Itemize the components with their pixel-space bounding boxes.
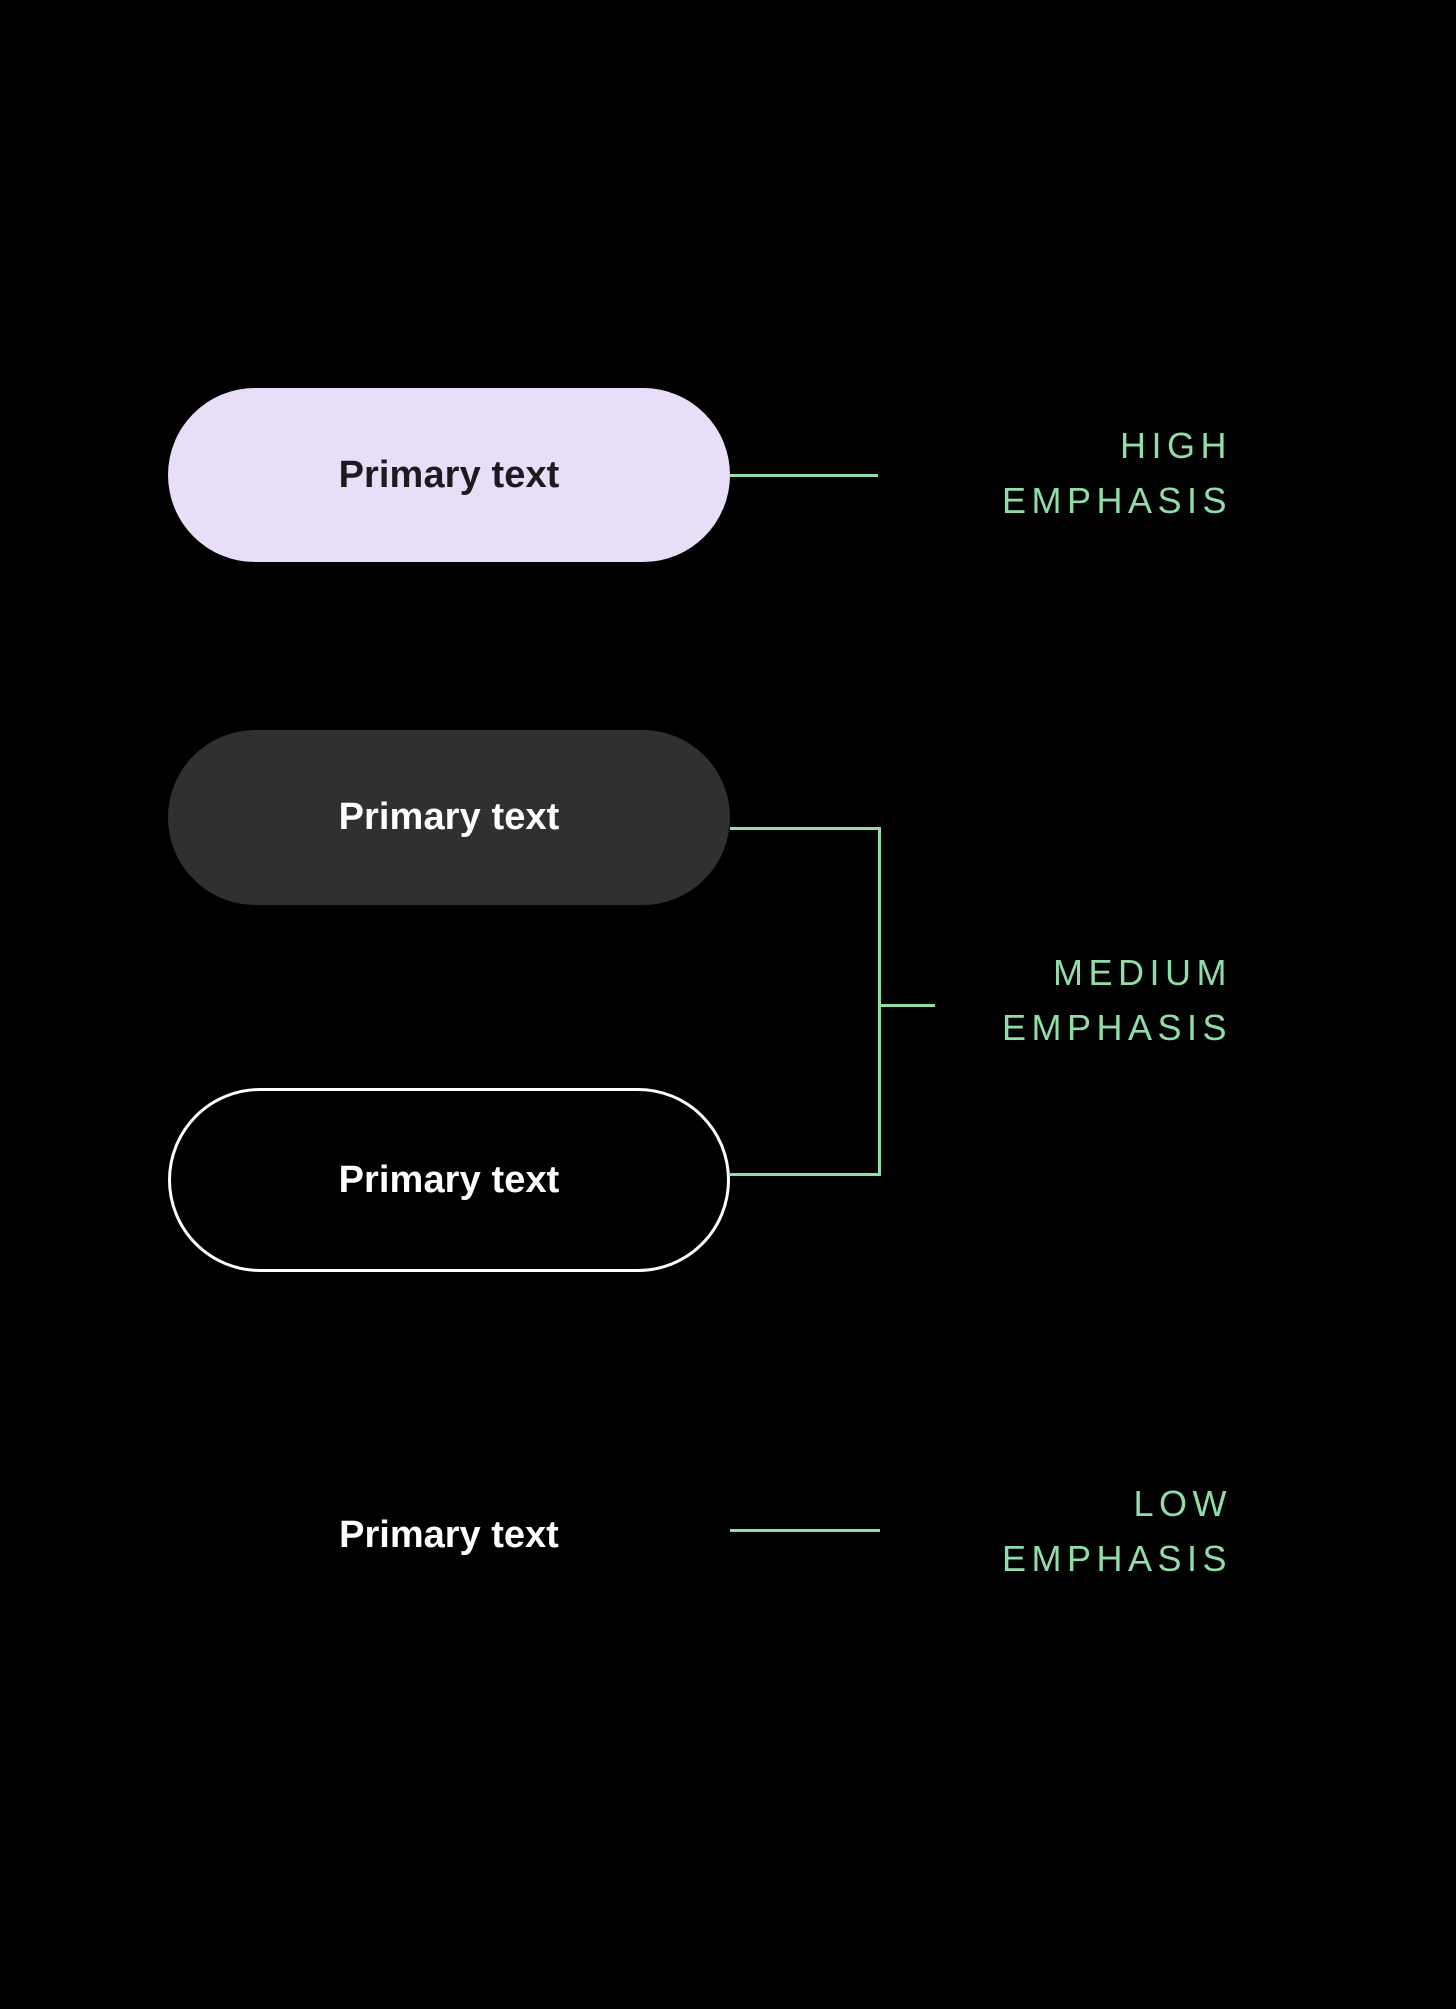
emphasis-label-medium: MEDIUM EMPHASIS (1002, 946, 1232, 1055)
emphasis-label-medium-line-2: EMPHASIS (1001, 1006, 1232, 1048)
emphasis-label-high-line-2: EMPHASIS (1001, 479, 1232, 521)
connector-line-medium-bottom (730, 1173, 881, 1176)
connector-line-low (730, 1529, 880, 1532)
button-label: Primary text (339, 1513, 559, 1556)
primary-button-low-emphasis[interactable]: Primary text (168, 1470, 730, 1600)
connector-line-medium-stub (878, 1004, 935, 1007)
connector-line-high (730, 474, 878, 477)
emphasis-label-high-line-1: HIGH (1120, 425, 1232, 466)
button-label: Primary text (338, 1158, 560, 1201)
primary-button-medium-emphasis-filled[interactable]: Primary text (168, 730, 730, 905)
emphasis-label-low: LOW EMPHASIS (1002, 1477, 1232, 1586)
emphasis-label-low-line-2: EMPHASIS (1001, 1537, 1232, 1579)
primary-button-high-emphasis[interactable]: Primary text (168, 388, 730, 562)
connector-line-medium-spine (878, 827, 881, 1176)
emphasis-label-low-line-1: LOW (1133, 1483, 1232, 1524)
connector-line-medium-top (730, 827, 881, 830)
button-label: Primary text (338, 453, 560, 496)
emphasis-label-medium-line-1: MEDIUM (1053, 952, 1232, 993)
button-label: Primary text (338, 796, 560, 838)
emphasis-label-high: HIGH EMPHASIS (1002, 419, 1232, 528)
primary-button-medium-emphasis-outlined[interactable]: Primary text (168, 1088, 730, 1272)
